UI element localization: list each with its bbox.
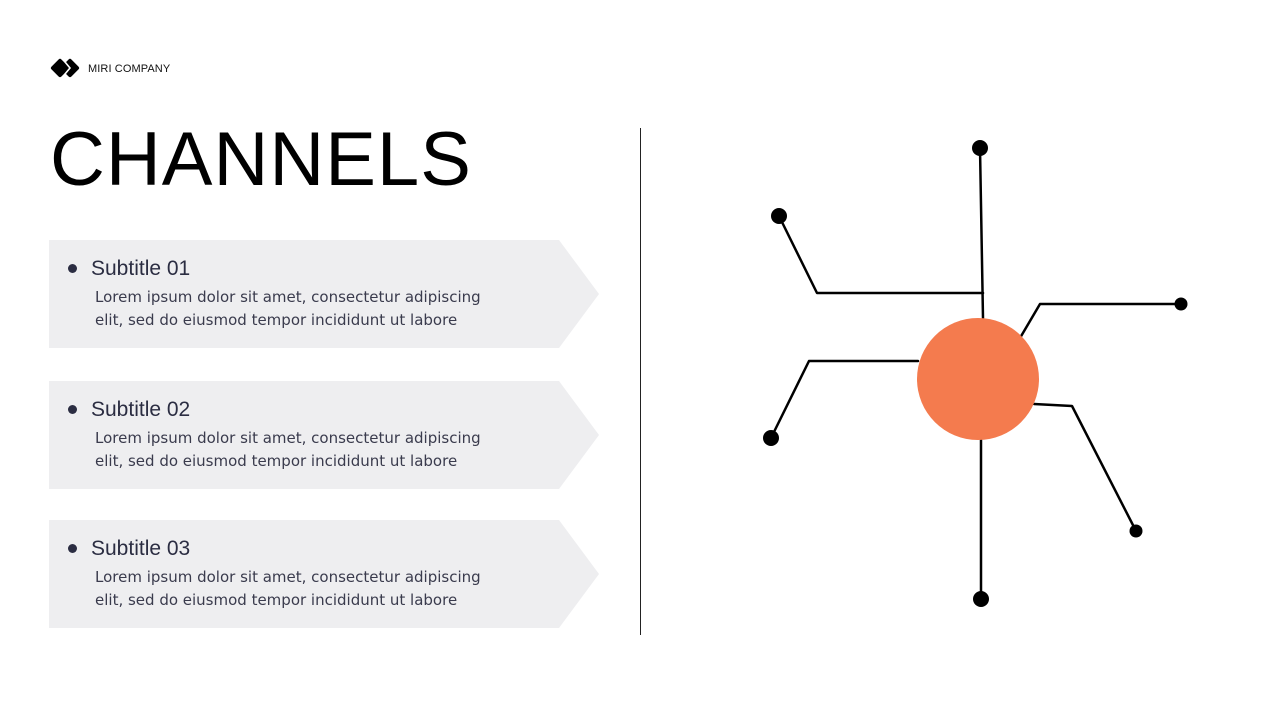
channel-subtitle: Subtitle 02 xyxy=(91,398,191,421)
channel-subtitle: Subtitle 01 xyxy=(91,257,191,280)
endpoint-node-left xyxy=(763,430,779,446)
diamond-pair-logo-icon xyxy=(50,58,80,78)
endpoint-node-bottom xyxy=(973,591,989,607)
channel-description-line: elit, sed do eiusmod tempor incididunt u… xyxy=(95,310,458,329)
bullet-dot xyxy=(68,405,77,414)
channel-description-line: elit, sed do eiusmod tempor incididunt u… xyxy=(95,451,458,470)
channel-card-1: Subtitle 01 Lorem ipsum dolor sit amet, … xyxy=(49,240,599,348)
brand: MIRI COMPANY xyxy=(50,56,170,82)
connector-top xyxy=(978,146,985,320)
connector-left xyxy=(769,359,920,440)
endpoint-node-top xyxy=(972,140,988,156)
hub-node xyxy=(917,318,1039,440)
bullet-dot xyxy=(68,264,77,273)
company-name: MIRI COMPANY xyxy=(88,63,171,75)
channel-card-2: Subtitle 02 Lorem ipsum dolor sit amet, … xyxy=(49,381,599,489)
channel-description-line: Lorem ipsum dolor sit amet, consectetur … xyxy=(95,288,481,306)
channel-description-line: Lorem ipsum dolor sit amet, consectetur … xyxy=(95,568,481,586)
channel-subtitle: Subtitle 03 xyxy=(91,537,191,560)
channel-description: Lorem ipsum dolor sit amet, consectetur … xyxy=(95,427,515,472)
endpoint-node-upper-right xyxy=(1174,297,1188,311)
channel-description-line: Lorem ipsum dolor sit amet, consectetur … xyxy=(95,429,481,447)
vertical-divider xyxy=(640,128,641,635)
page-title: CHANNELS xyxy=(50,117,472,202)
connector-lower-right xyxy=(1032,402,1138,533)
endpoint-node-upper-left xyxy=(771,208,787,224)
channel-description-line: elit, sed do eiusmod tempor incididunt u… xyxy=(95,590,458,609)
endpoint-node-lower-right xyxy=(1129,524,1143,538)
channel-description: Lorem ipsum dolor sit amet, consectetur … xyxy=(95,566,515,611)
channel-description: Lorem ipsum dolor sit amet, consectetur … xyxy=(95,286,515,331)
channel-card-3: Subtitle 03 Lorem ipsum dolor sit amet, … xyxy=(49,520,599,628)
connector-upper-left xyxy=(777,214,985,295)
connector-upper-right xyxy=(1018,302,1183,340)
bullet-dot xyxy=(68,544,77,553)
